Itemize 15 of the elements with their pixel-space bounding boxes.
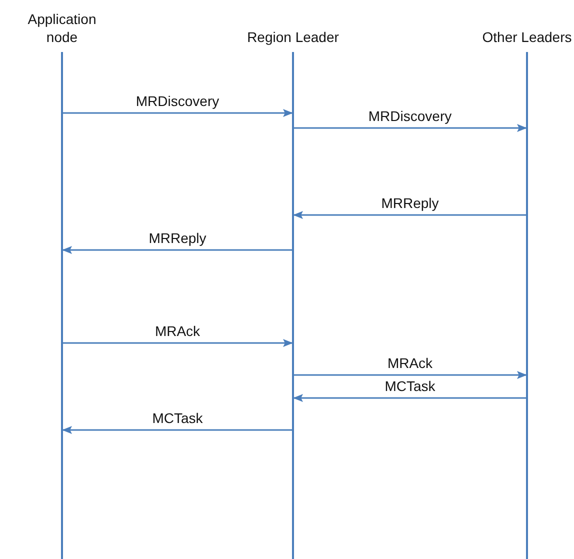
message-arrow <box>293 211 526 219</box>
lifeline-label: Application node <box>26 10 98 46</box>
lifeline-label: Other Leaders <box>481 28 573 46</box>
message-arrow <box>293 394 526 402</box>
message-arrow <box>63 109 293 117</box>
message-label: MRReply <box>379 195 441 211</box>
message-arrow <box>294 371 527 379</box>
message-arrow <box>62 426 292 434</box>
message-label: MCTask <box>382 378 438 394</box>
lifeline-label: Region Leader <box>246 28 340 46</box>
message-arrow <box>63 339 293 347</box>
message-arrow <box>62 246 292 254</box>
message-label: MCTask <box>150 410 205 426</box>
message-label: MRReply <box>146 230 208 246</box>
message-arrow <box>294 124 527 132</box>
